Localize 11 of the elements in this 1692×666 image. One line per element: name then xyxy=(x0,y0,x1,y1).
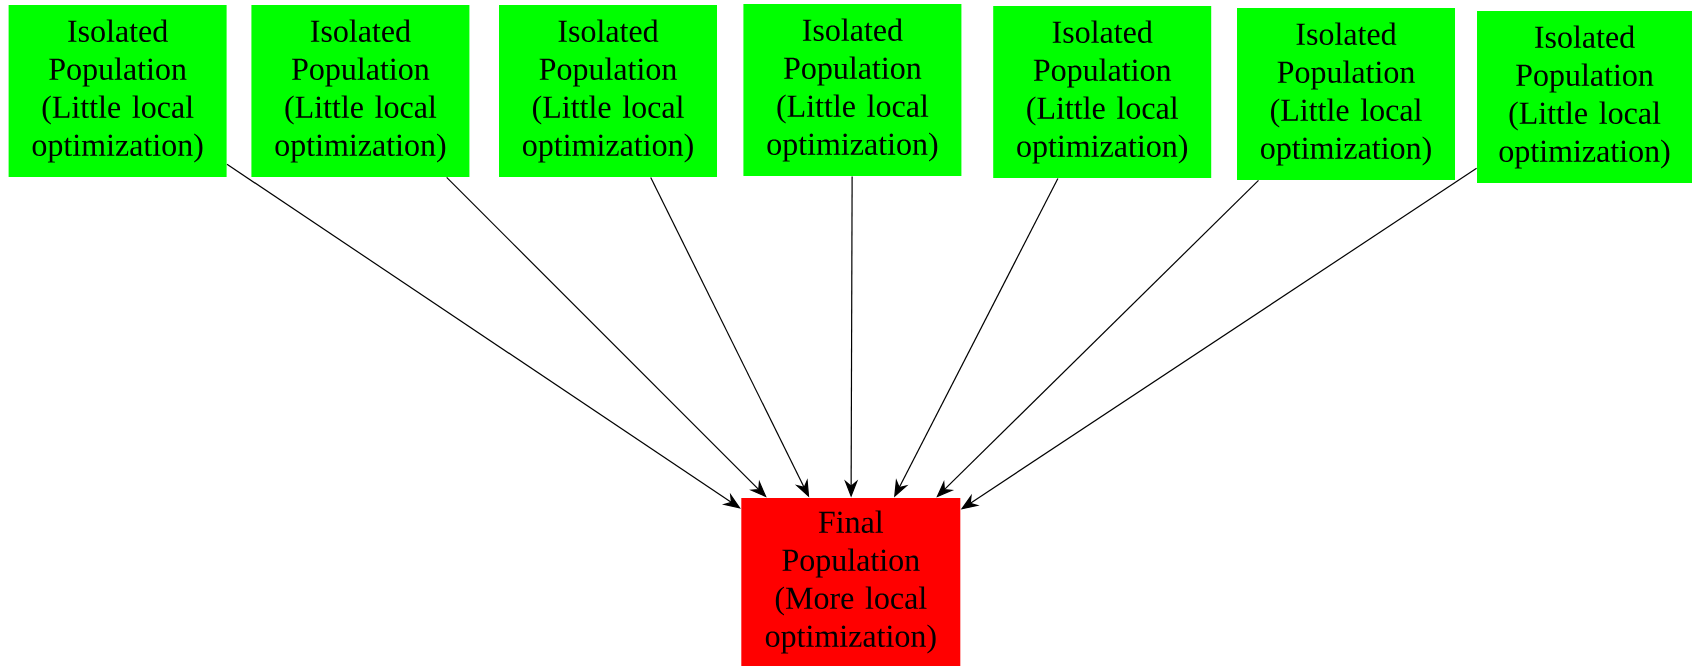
process-box: Isolated Population (Little local optimization) xyxy=(743,4,962,176)
process-box: Isolated Population (Little local optimization) xyxy=(251,5,470,177)
process-box: Isolated Population (Little local optimization) xyxy=(993,6,1212,178)
process-box: Isolated Population (Little local optimization) xyxy=(1477,11,1692,183)
arrow xyxy=(226,163,741,509)
process-box: Isolated Population (Little local optimization) xyxy=(1237,8,1455,180)
arrow xyxy=(936,179,1260,498)
arrow xyxy=(446,176,767,498)
process-box: Isolated Population (Little local optimization) xyxy=(499,5,717,177)
process-box: Final Population (More local optimization) xyxy=(741,498,961,666)
process-box: Isolated Population (Little local optimization) xyxy=(8,5,227,177)
